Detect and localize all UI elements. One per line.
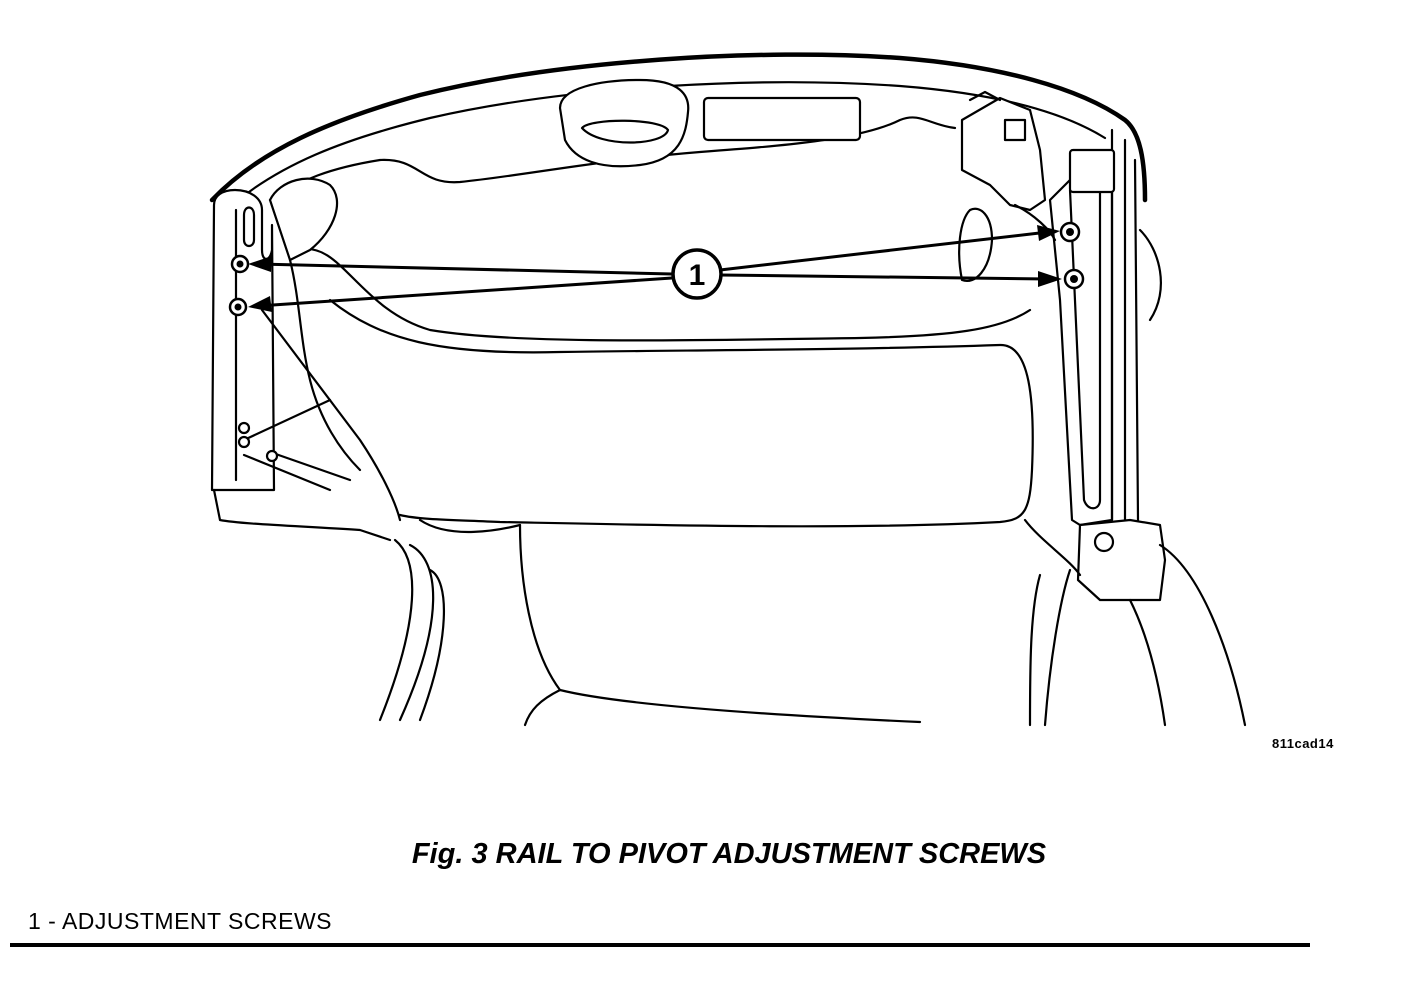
rear-window-upper: [298, 247, 1032, 342]
linkage-pin-1: [237, 421, 251, 435]
headliner-edge: [268, 116, 957, 202]
figure-caption: Fig. 3 RAIL TO PIVOT ADJUSTMENT SCREWS: [411, 838, 1047, 870]
grab-handle: [558, 78, 690, 168]
callout-1-number: 1: [689, 259, 706, 292]
right-pivot-arm: [1013, 203, 1057, 242]
adjustment-screw-left-lower: [228, 297, 248, 317]
left-rail-slot: [242, 206, 256, 248]
linkage-pin-3: [265, 449, 279, 463]
rear-window-outline: [328, 298, 1034, 528]
right-seat-edge: [1023, 518, 1082, 727]
seat-left: [418, 518, 562, 727]
right-side-rail: [1048, 153, 1114, 527]
left-pillar-2: [288, 258, 362, 472]
dome-lamp: [702, 96, 862, 142]
right-lower-bolt: [1093, 531, 1115, 553]
left-quarter-inner: [418, 568, 446, 722]
left-quarter-panel: [378, 538, 435, 722]
legend-divider: [10, 943, 1310, 947]
figure-id-code: 811cad14: [1272, 736, 1334, 751]
left-pillar: [260, 308, 402, 522]
leader-line-left-lower: [257, 276, 673, 308]
leader-line-right-upper: [719, 230, 1049, 272]
right-latch-bracket: [960, 96, 1047, 212]
arrowhead-right-upper: [1037, 225, 1060, 241]
grab-handle-opening: [580, 119, 670, 144]
linkage-pin-2: [237, 435, 251, 449]
right-pivot-pad: [958, 207, 994, 283]
right-quarter-lower: [1043, 543, 1247, 727]
adjustment-screw-right-upper: [1059, 221, 1081, 243]
adjustment-screw-right-lower: [1063, 268, 1085, 290]
convertible-top-illustration: 1: [209, 52, 1247, 727]
right-latch-detail: [968, 90, 1027, 142]
seat-back: [518, 523, 922, 724]
arrowhead-left-upper: [248, 256, 272, 272]
right-rail-edge: [1110, 128, 1140, 522]
callout-1: 1: [671, 248, 723, 300]
arrowhead-left-lower: [248, 296, 272, 312]
leader-line-left-upper: [257, 262, 673, 276]
right-lower-bracket: [1076, 518, 1167, 602]
leader-line-right-lower: [719, 273, 1049, 281]
right-rail-inner: [1068, 184, 1102, 510]
legend-item-1: 1 - ADJUSTMENT SCREWS: [28, 908, 332, 934]
left-linkage: [242, 398, 352, 492]
right-rail-cap: [1068, 148, 1116, 194]
right-quarter-bulge: [1138, 228, 1162, 322]
arrowhead-right-lower: [1038, 271, 1062, 287]
top-frame-outer: [209, 52, 1148, 203]
adjustment-screw-left-upper: [230, 254, 250, 274]
left-pivot-bracket: [268, 177, 339, 262]
left-rail-lower: [212, 488, 392, 542]
